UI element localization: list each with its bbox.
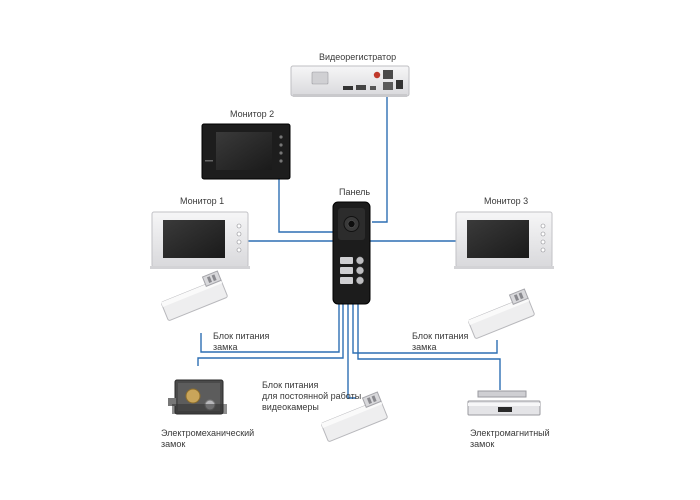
call-panel-device — [332, 201, 371, 305]
monitor3-label: Монитор 3 — [484, 196, 529, 206]
psu-camera-device — [320, 391, 388, 442]
psu-lock-left-device — [160, 270, 228, 321]
wire-lock-right — [357, 304, 501, 390]
wire-monitor2-panel — [278, 178, 333, 233]
dvr-device — [290, 65, 410, 97]
wire-psu-camera — [347, 304, 356, 399]
dvr-label: Видеорегистратор — [319, 52, 397, 62]
monitor2-label: Монитор 2 — [230, 109, 275, 119]
wire-dvr-panel — [372, 91, 388, 223]
electromagnetic-lock-label: Электромагнитный замок — [470, 428, 550, 449]
electromechanical-lock-device — [168, 379, 227, 415]
psu-lock-right-label: Блок питания замка — [412, 331, 469, 352]
monitor3-device — [454, 211, 554, 269]
panel-label: Панель — [339, 187, 371, 197]
monitor1-device — [150, 211, 250, 269]
wire-lock-left — [197, 304, 344, 366]
psu-lock-right-device — [467, 288, 535, 339]
monitor2-device — [201, 123, 291, 180]
psu-lock-left-label: Блок питания замка — [213, 331, 270, 352]
electromechanical-lock-label: Электромеханический замок — [161, 428, 255, 449]
electromagnetic-lock-device — [467, 390, 541, 416]
monitor1-label: Монитор 1 — [180, 196, 225, 206]
psu-camera-label: Блок питания для постоянной работы видео… — [262, 380, 362, 412]
wire-psu-right — [352, 304, 498, 354]
wire-psu-left — [200, 304, 340, 353]
wires — [197, 91, 501, 399]
